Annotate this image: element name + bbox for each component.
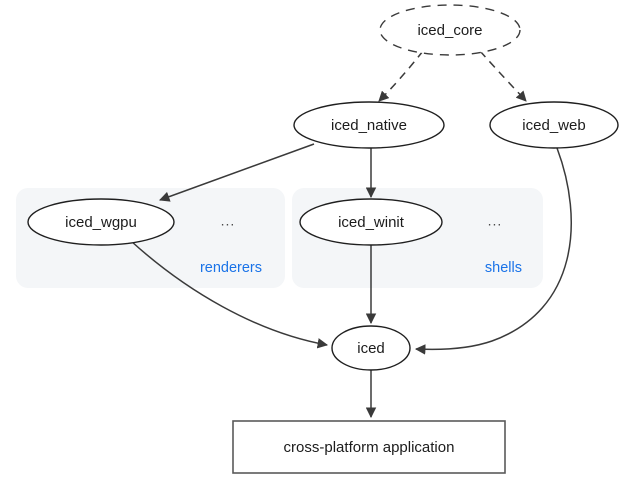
cluster-shells-ellipsis: ...	[488, 213, 503, 229]
cluster-renderers-label: renderers	[200, 260, 262, 276]
node-cross-platform-application[interactable]: cross-platform application	[232, 420, 506, 474]
cluster-shells-label: shells	[485, 260, 522, 276]
edge-iced_web-to-iced	[414, 147, 572, 355]
node-iced_wgpu[interactable]: iced_wgpu	[27, 198, 175, 246]
node-iced-label: iced	[357, 340, 385, 357]
node-application-label: cross-platform application	[284, 439, 455, 456]
node-iced[interactable]: iced	[331, 325, 411, 371]
node-iced-shape[interactable]	[331, 325, 411, 371]
cluster-renderers-ellipsis: ...	[221, 213, 236, 229]
node-iced_wgpu-shape[interactable]	[27, 198, 175, 246]
node-iced_winit-label: iced_winit	[338, 214, 405, 231]
node-iced_core-shape[interactable]	[379, 4, 521, 56]
edge-iced_native-to-iced_wgpu	[159, 143, 315, 202]
node-iced_web-shape[interactable]	[489, 101, 619, 149]
edge-iced_wgpu-to-iced	[130, 240, 329, 349]
node-iced_core[interactable]: iced_core	[379, 4, 521, 56]
node-iced_core-label: iced_core	[417, 22, 482, 39]
node-application-shape[interactable]	[232, 420, 506, 474]
node-iced_web-label: iced_web	[522, 117, 585, 134]
edges-layer	[130, 50, 572, 419]
node-iced_winit-shape[interactable]	[299, 198, 443, 246]
node-iced_winit[interactable]: iced_winit	[299, 198, 443, 246]
edge-iced_core-to-iced_native	[378, 50, 424, 102]
node-iced_web[interactable]: iced_web	[489, 101, 619, 149]
edge-iced_core-to-iced_web	[479, 50, 527, 102]
node-iced_native[interactable]: iced_native	[293, 101, 445, 149]
node-iced_native-label: iced_native	[331, 117, 407, 134]
node-iced_wgpu-label: iced_wgpu	[65, 214, 137, 231]
node-iced_native-shape[interactable]	[293, 101, 445, 149]
